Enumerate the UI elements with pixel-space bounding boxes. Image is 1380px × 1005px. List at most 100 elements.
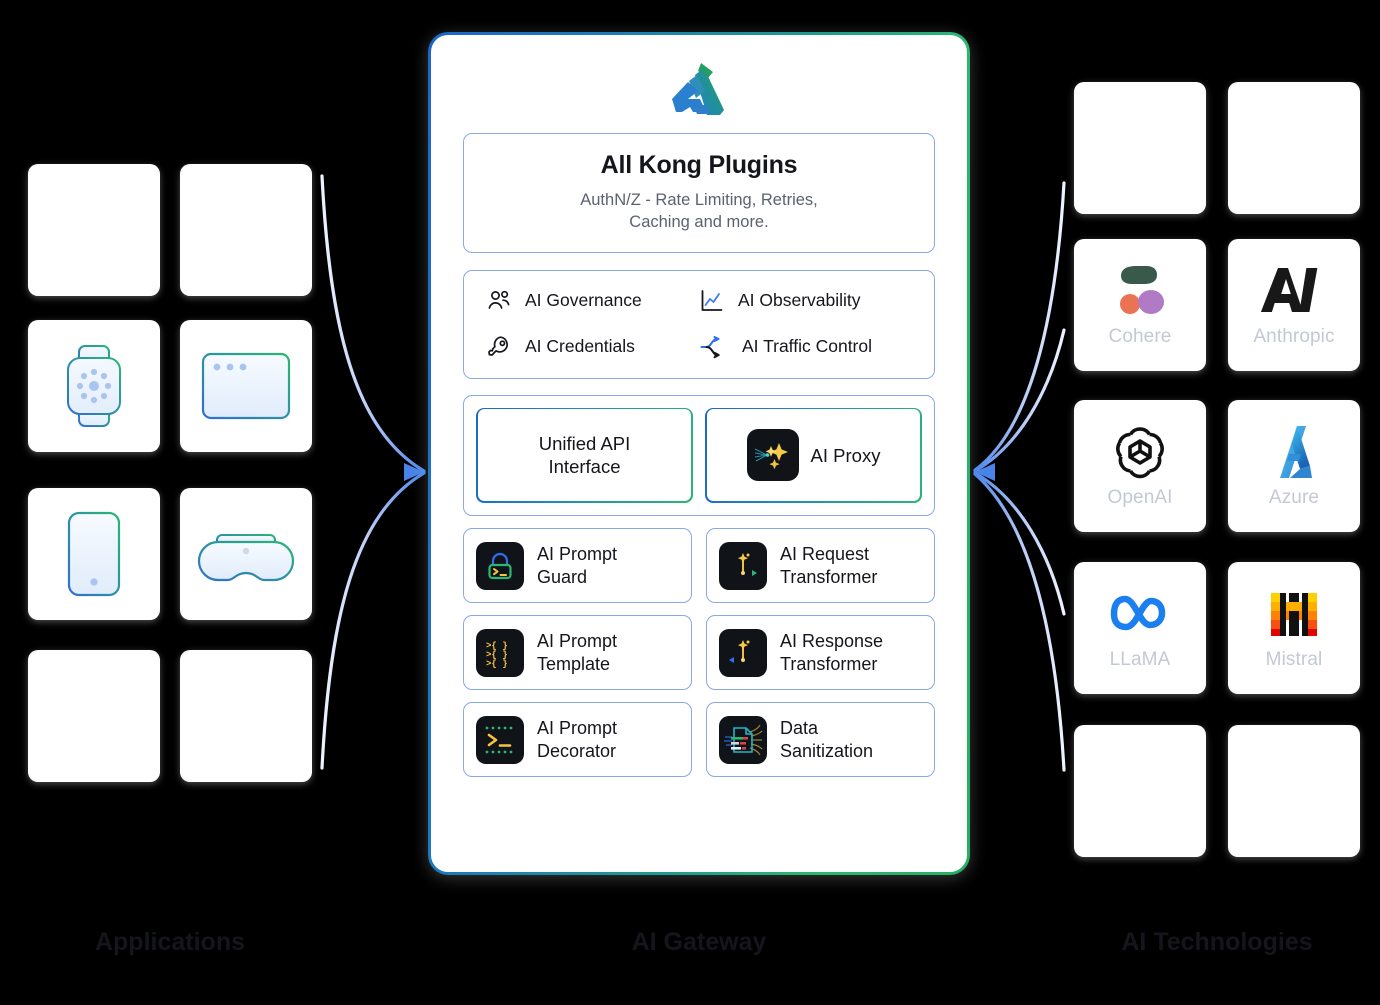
smartwatch-icon	[28, 320, 160, 452]
technology-label: Azure	[1268, 487, 1320, 508]
technology-card-cohere[interactable]: Cohere	[1074, 239, 1206, 371]
application-card-empty-2[interactable]	[180, 164, 312, 296]
ai-capabilities-box: AI Governance AI Observability	[463, 269, 935, 379]
prompt-template-icon: >{ } >{ } >{ }	[476, 628, 524, 677]
plugin-label-line-1: Data	[780, 718, 819, 739]
prompt-guard-icon	[476, 541, 524, 590]
applications-caption: Applications	[94, 928, 245, 956]
application-card-empty-3[interactable]	[28, 650, 160, 782]
plugin-card-ai-prompt-decorator[interactable]: AI Prompt Decorator	[463, 702, 692, 778]
ai-gateway-caption: AI Gateway	[631, 928, 767, 956]
azure-logo	[1267, 423, 1321, 481]
plugin-label-line-1: AI Prompt	[537, 544, 618, 565]
application-card-browser[interactable]	[180, 320, 312, 452]
plugin-card-ai-prompt-guard[interactable]: AI Prompt Guard	[463, 528, 692, 604]
technology-card-azure[interactable]: Azure	[1228, 400, 1360, 532]
plugin-label-line-2: Sanitization	[780, 740, 874, 761]
subtitle-line-1: AuthN/Z - Rate Limiting, Retries,	[580, 191, 818, 209]
technology-card-openai[interactable]: OpenAI	[1074, 400, 1206, 532]
technology-card-empty-1[interactable]	[1074, 82, 1206, 214]
prompt-decorator-icon	[476, 715, 524, 764]
capability-ai-observability[interactable]: AI Observability	[699, 288, 912, 314]
all-kong-plugins-subtitle: AuthN/Z - Rate Limiting, Retries, Cachin…	[478, 189, 920, 234]
plugin-label: AI Request Transformer	[780, 543, 877, 588]
plugin-label-line-1: AI Prompt	[537, 718, 618, 739]
technology-card-llama[interactable]: LLaMA	[1074, 562, 1206, 694]
kong-logo	[463, 61, 935, 117]
plugin-label-line-1: AI Response	[780, 631, 884, 652]
data-sanitization-icon	[719, 715, 767, 764]
plugin-label-line-2: Transformer	[780, 566, 878, 587]
plugin-card-ai-prompt-template[interactable]: >{ } >{ } >{ } AI Prompt Template	[463, 615, 692, 691]
subtitle-line-2: Caching and more.	[629, 213, 769, 232]
capability-label: AI Governance	[525, 290, 642, 311]
capability-ai-credentials[interactable]: AI Credentials	[486, 334, 699, 360]
plugin-label: Data Sanitization	[780, 717, 873, 762]
plugin-card-unified-api-interface[interactable]: Unified API Interface	[476, 407, 693, 504]
line-chart-icon	[699, 288, 725, 314]
featured-plugins-box: Unified API Interface	[463, 394, 935, 517]
plugin-label: AI Prompt Decorator	[537, 717, 617, 762]
capability-ai-traffic-control[interactable]: AI Traffic Control	[699, 334, 912, 360]
svg-text:>{ }: >{ }	[486, 641, 508, 651]
technology-label: Cohere	[1108, 326, 1172, 347]
plugin-label-line-1: Unified API	[538, 433, 631, 455]
plugin-label-line-2: Decorator	[537, 740, 617, 761]
all-kong-plugins-title: All Kong Plugins	[600, 151, 798, 179]
arrowhead-right	[975, 463, 995, 481]
smartphone-icon	[28, 488, 160, 620]
capability-ai-governance[interactable]: AI Governance	[486, 288, 699, 314]
ai-technologies-caption: AI Technologies	[1121, 928, 1313, 956]
traffic-split-icon	[699, 334, 729, 360]
plugin-label-line-2: Interface	[548, 456, 621, 478]
vr-headset-icon	[180, 488, 312, 620]
users-icon	[486, 288, 512, 314]
plugin-card-ai-response-transformer[interactable]: AI Response Transformer	[706, 615, 935, 691]
plugin-label-line-2: Template	[537, 653, 611, 674]
technology-label: Anthropic	[1253, 326, 1335, 347]
plugin-label-line-1: AI Prompt	[537, 631, 618, 652]
application-card-empty-4[interactable]	[180, 650, 312, 782]
technology-label: LLaMA	[1109, 649, 1171, 670]
technology-label: OpenAI	[1107, 487, 1173, 508]
plugin-card-ai-proxy[interactable]: AI Proxy	[705, 407, 922, 504]
anthropic-logo	[1261, 262, 1327, 320]
technology-label: Mistral	[1265, 649, 1323, 670]
plugin-label: Unified API Interface	[539, 432, 631, 478]
technology-card-anthropic[interactable]: Anthropic	[1228, 239, 1360, 371]
technology-card-empty-3[interactable]	[1074, 725, 1206, 857]
technology-card-mistral[interactable]: Mistral	[1228, 562, 1360, 694]
plugin-label: AI Proxy	[810, 444, 881, 466]
technology-card-empty-4[interactable]	[1228, 725, 1360, 857]
response-transformer-icon	[719, 628, 767, 677]
plugin-label-line-2: Transformer	[780, 653, 878, 674]
plugin-label: AI Prompt Template	[537, 630, 617, 675]
key-icon	[486, 334, 512, 360]
request-transformer-icon	[719, 541, 767, 590]
plugin-label-line-2: Guard	[537, 566, 588, 587]
all-kong-plugins-box: All Kong Plugins AuthN/Z - Rate Limiting…	[463, 133, 935, 253]
plugin-label: AI Response Transformer	[780, 630, 883, 675]
openai-logo	[1111, 423, 1169, 481]
mistral-logo	[1267, 585, 1321, 643]
svg-text:>{ }: >{ }	[486, 650, 508, 660]
application-card-smartphone[interactable]	[28, 488, 160, 620]
plugin-card-ai-request-transformer[interactable]: AI Request Transformer	[706, 528, 935, 604]
plugin-list: AI Prompt Guard	[463, 528, 935, 854]
cohere-logo	[1109, 262, 1171, 320]
svg-text:>{ }: >{ }	[486, 659, 508, 669]
llama-logo	[1104, 585, 1176, 643]
capability-label: AI Credentials	[525, 336, 635, 357]
plugin-card-data-sanitization[interactable]: Data Sanitization	[706, 702, 935, 778]
application-card-empty-1[interactable]	[28, 164, 160, 296]
browser-window-icon	[180, 320, 312, 452]
technology-card-empty-2[interactable]	[1228, 82, 1360, 214]
ai-gateway-panel: All Kong Plugins AuthN/Z - Rate Limiting…	[428, 32, 970, 875]
sparkles-icon	[746, 429, 799, 482]
application-card-vr-headset[interactable]	[180, 488, 312, 620]
capability-label: AI Observability	[738, 290, 861, 311]
plugin-label: AI Prompt Guard	[537, 543, 617, 588]
application-card-smartwatch[interactable]	[28, 320, 160, 452]
plugin-label-line-1: AI Request	[780, 544, 870, 565]
